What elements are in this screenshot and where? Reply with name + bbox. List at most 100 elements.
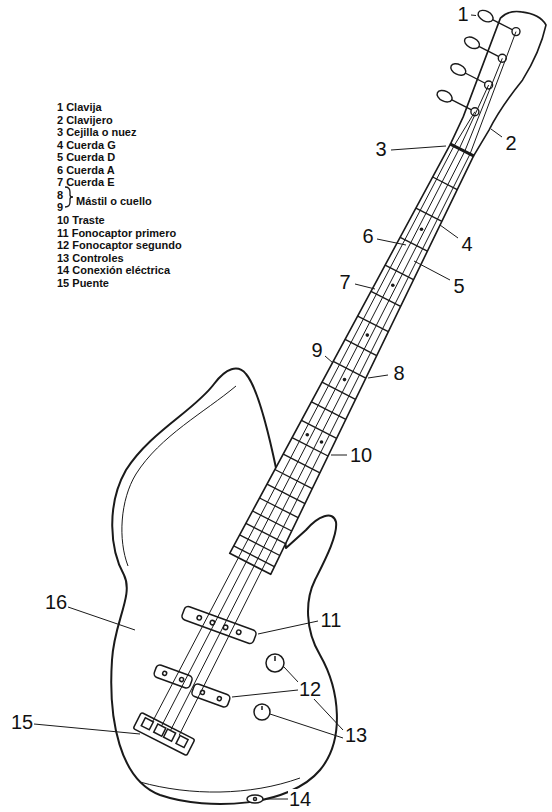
key-anchor: 11 Fonocaptor primero <box>57 223 176 241</box>
fret <box>345 339 377 355</box>
callout-number: 1 <box>456 4 469 24</box>
part-name: 4 Cuerda G <box>57 139 116 151</box>
callout-anchor: 3 <box>374 139 387 160</box>
key-anchor: 15 Puente <box>57 273 109 291</box>
part-name: 11 Fonocaptor primero <box>57 227 176 239</box>
callout-anchor: 2 <box>504 133 517 154</box>
leader-line <box>391 146 446 150</box>
neck <box>230 144 474 574</box>
control-knob <box>261 706 263 710</box>
pickup <box>196 615 202 621</box>
part-name: Mástil o cuello <box>76 195 152 207</box>
neck <box>230 144 474 574</box>
bridge <box>133 712 195 755</box>
key-bracket <box>65 187 73 207</box>
output-jack <box>254 798 257 801</box>
callout-anchor: 16 <box>44 592 68 613</box>
body-bevel <box>122 386 236 566</box>
tuning-peg <box>449 61 468 77</box>
bass-string <box>170 58 502 730</box>
headstock <box>450 12 546 156</box>
fret <box>371 291 401 306</box>
part-name: 14 Conexión eléctrica <box>57 264 170 276</box>
control-knob <box>266 654 284 672</box>
bridge <box>176 735 188 747</box>
tuning-peg <box>435 88 454 104</box>
leader-line <box>325 356 333 363</box>
key-anchor: 1 Clavija <box>57 97 102 115</box>
callout-number: 13 <box>344 725 368 745</box>
pickup <box>181 605 257 644</box>
bass-string <box>153 112 475 722</box>
fret <box>275 470 312 489</box>
key-anchor: 12 Fonocaptor segundo <box>57 235 182 253</box>
callout-anchor: 11 <box>320 610 343 631</box>
part-name: 1 Clavija <box>57 101 102 113</box>
output-jack <box>247 795 263 803</box>
fret <box>283 454 320 473</box>
pickup <box>162 671 167 676</box>
body-bevel <box>140 778 300 792</box>
part-name: 12 Fonocaptor segundo <box>57 239 182 251</box>
leader-line <box>270 714 343 738</box>
bass-string <box>153 32 516 736</box>
callout-anchor: 10 <box>349 445 373 466</box>
callout-number: 12 <box>298 679 322 699</box>
fret <box>358 316 389 332</box>
part-name: 10 Traste <box>57 214 105 226</box>
control-knob <box>254 654 284 720</box>
part-name: 15 Puente <box>57 277 109 289</box>
callout-anchor: 9 <box>310 340 323 361</box>
callout-number: 4 <box>460 234 473 254</box>
callout-anchor: 4 <box>460 234 473 255</box>
part-name: 8 <box>57 189 63 201</box>
part-name: 3 Cejilla o nuez <box>57 126 136 138</box>
callout-number: 8 <box>392 363 405 383</box>
callout-number: 3 <box>374 139 387 159</box>
bridge <box>133 712 195 755</box>
callout-number: 14 <box>288 789 312 809</box>
leader-line <box>471 15 476 17</box>
pickup <box>181 605 257 644</box>
fret <box>302 420 337 438</box>
callout-anchor: 12 <box>298 679 322 700</box>
key-anchor: 4 Cuerda G <box>57 135 116 153</box>
leader-line <box>265 799 288 800</box>
pickup <box>191 683 231 708</box>
leader-line <box>68 607 135 630</box>
callout-anchor: 8 <box>392 363 405 384</box>
callout-anchor: 15 <box>10 712 34 733</box>
fret <box>312 402 346 420</box>
leader-line <box>34 724 140 734</box>
part-name: 13 Controles <box>57 252 124 264</box>
part-name: 9 <box>57 201 63 213</box>
key-anchor: 10 Traste <box>57 210 105 228</box>
output-jack <box>247 795 263 803</box>
fret <box>333 361 366 378</box>
callout-number: 5 <box>452 276 465 296</box>
tuning-peg <box>463 35 482 51</box>
callout-anchor: 6 <box>361 226 374 247</box>
key-anchor: 5 Cuerda D <box>57 147 115 165</box>
callout-anchor: 7 <box>338 272 351 293</box>
callout-number: 6 <box>361 226 374 246</box>
callout-number: 9 <box>310 340 323 360</box>
callout-anchor: 1 <box>456 4 469 25</box>
key-anchor: 14 Conexión eléctrica <box>57 260 170 278</box>
fret-marker <box>306 227 424 443</box>
part-name: 6 Cuerda A <box>57 164 115 176</box>
fret <box>385 265 413 280</box>
leader-line <box>355 284 375 289</box>
bridge <box>164 729 176 741</box>
headstock <box>450 12 546 156</box>
fret-marker <box>366 333 370 337</box>
callout-number: 10 <box>349 445 373 465</box>
key-anchor: 6 Cuerda A <box>57 160 115 178</box>
leader-line <box>440 225 458 238</box>
callout-number: 7 <box>338 272 351 292</box>
fret-marker <box>391 284 395 288</box>
tuning-peg <box>435 8 520 116</box>
leader-line <box>284 667 343 730</box>
callout-number: 2 <box>504 133 517 153</box>
